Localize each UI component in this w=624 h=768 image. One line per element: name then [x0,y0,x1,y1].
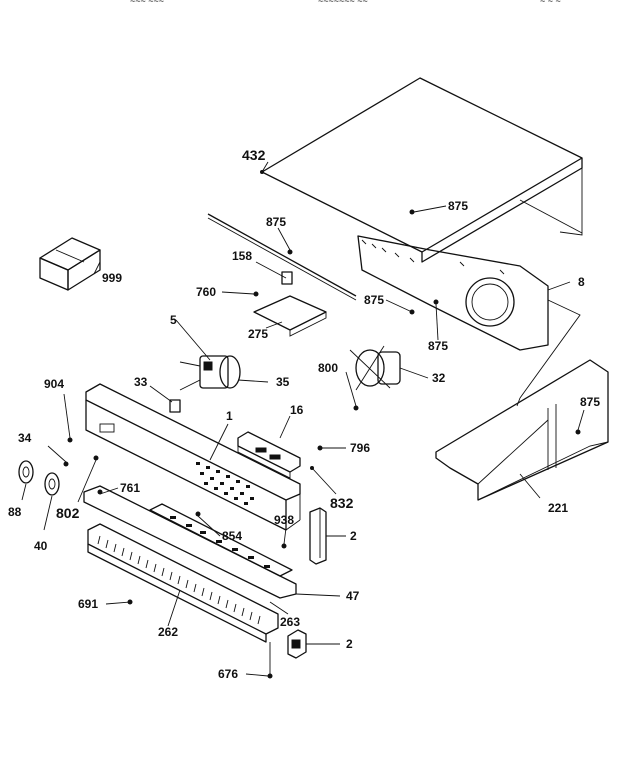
label-875-rear: 875 [580,395,600,409]
label-40: 40 [34,539,48,553]
label-854: 854 [222,529,242,543]
label-34: 34 [18,431,32,445]
label-158: 158 [232,249,252,263]
vent-grille [87,523,279,643]
control-panel [85,383,301,531]
label-832: 832 [330,495,354,511]
label-802: 802 [56,505,80,521]
label-875-bracket: 875 [266,215,286,229]
label-691: 691 [78,597,98,611]
top-cover-panel [261,77,583,263]
label-875-top: 875 [448,199,468,213]
convection-motor [349,345,401,391]
parts-box [39,237,101,291]
trim-strip [83,485,297,599]
label-8: 8 [578,275,585,289]
label-262: 262 [158,625,178,639]
label-796: 796 [350,441,370,455]
label-35: 35 [276,375,290,389]
label-432: 432 [242,147,266,163]
end-bracket-upper [309,507,327,565]
label-875-mid: 875 [364,293,384,307]
label-1: 1 [226,409,233,423]
label-904: 904 [44,377,64,391]
label-88: 88 [8,505,22,519]
label-999: 999 [102,271,122,285]
sensor-bracket [207,213,357,337]
display-board [237,431,301,479]
label-800: 800 [318,361,338,375]
part-labels: 432 875 875 8 999 158 760 875 875 5 275 … [8,147,600,681]
label-761: 761 [120,481,140,495]
label-2-lower: 2 [346,637,353,651]
label-2-upper: 2 [350,529,357,543]
clip [169,379,201,413]
fasteners [63,170,581,679]
label-275: 275 [248,327,268,341]
label-221: 221 [548,501,568,515]
label-5: 5 [170,313,177,327]
label-16: 16 [290,403,304,417]
leader-lines [21,161,585,677]
label-263: 263 [280,615,300,629]
label-875-lower: 875 [428,339,448,353]
label-32: 32 [432,371,446,385]
label-47: 47 [346,589,360,603]
end-bracket-lower [287,629,307,659]
label-760: 760 [196,285,216,299]
knob-40 [44,472,60,496]
rear-panel [435,359,609,501]
knob-88 [18,460,34,484]
relay-switch [179,355,241,389]
blower-housing [357,235,581,407]
label-33: 33 [134,375,148,389]
label-676: 676 [218,667,238,681]
header-mid: ~~~~~~~ ~~ [318,0,368,6]
header-left: ~~~ ~~~ [130,0,164,6]
header-right: ~ ~ ~ [540,0,561,6]
label-938: 938 [274,513,294,527]
